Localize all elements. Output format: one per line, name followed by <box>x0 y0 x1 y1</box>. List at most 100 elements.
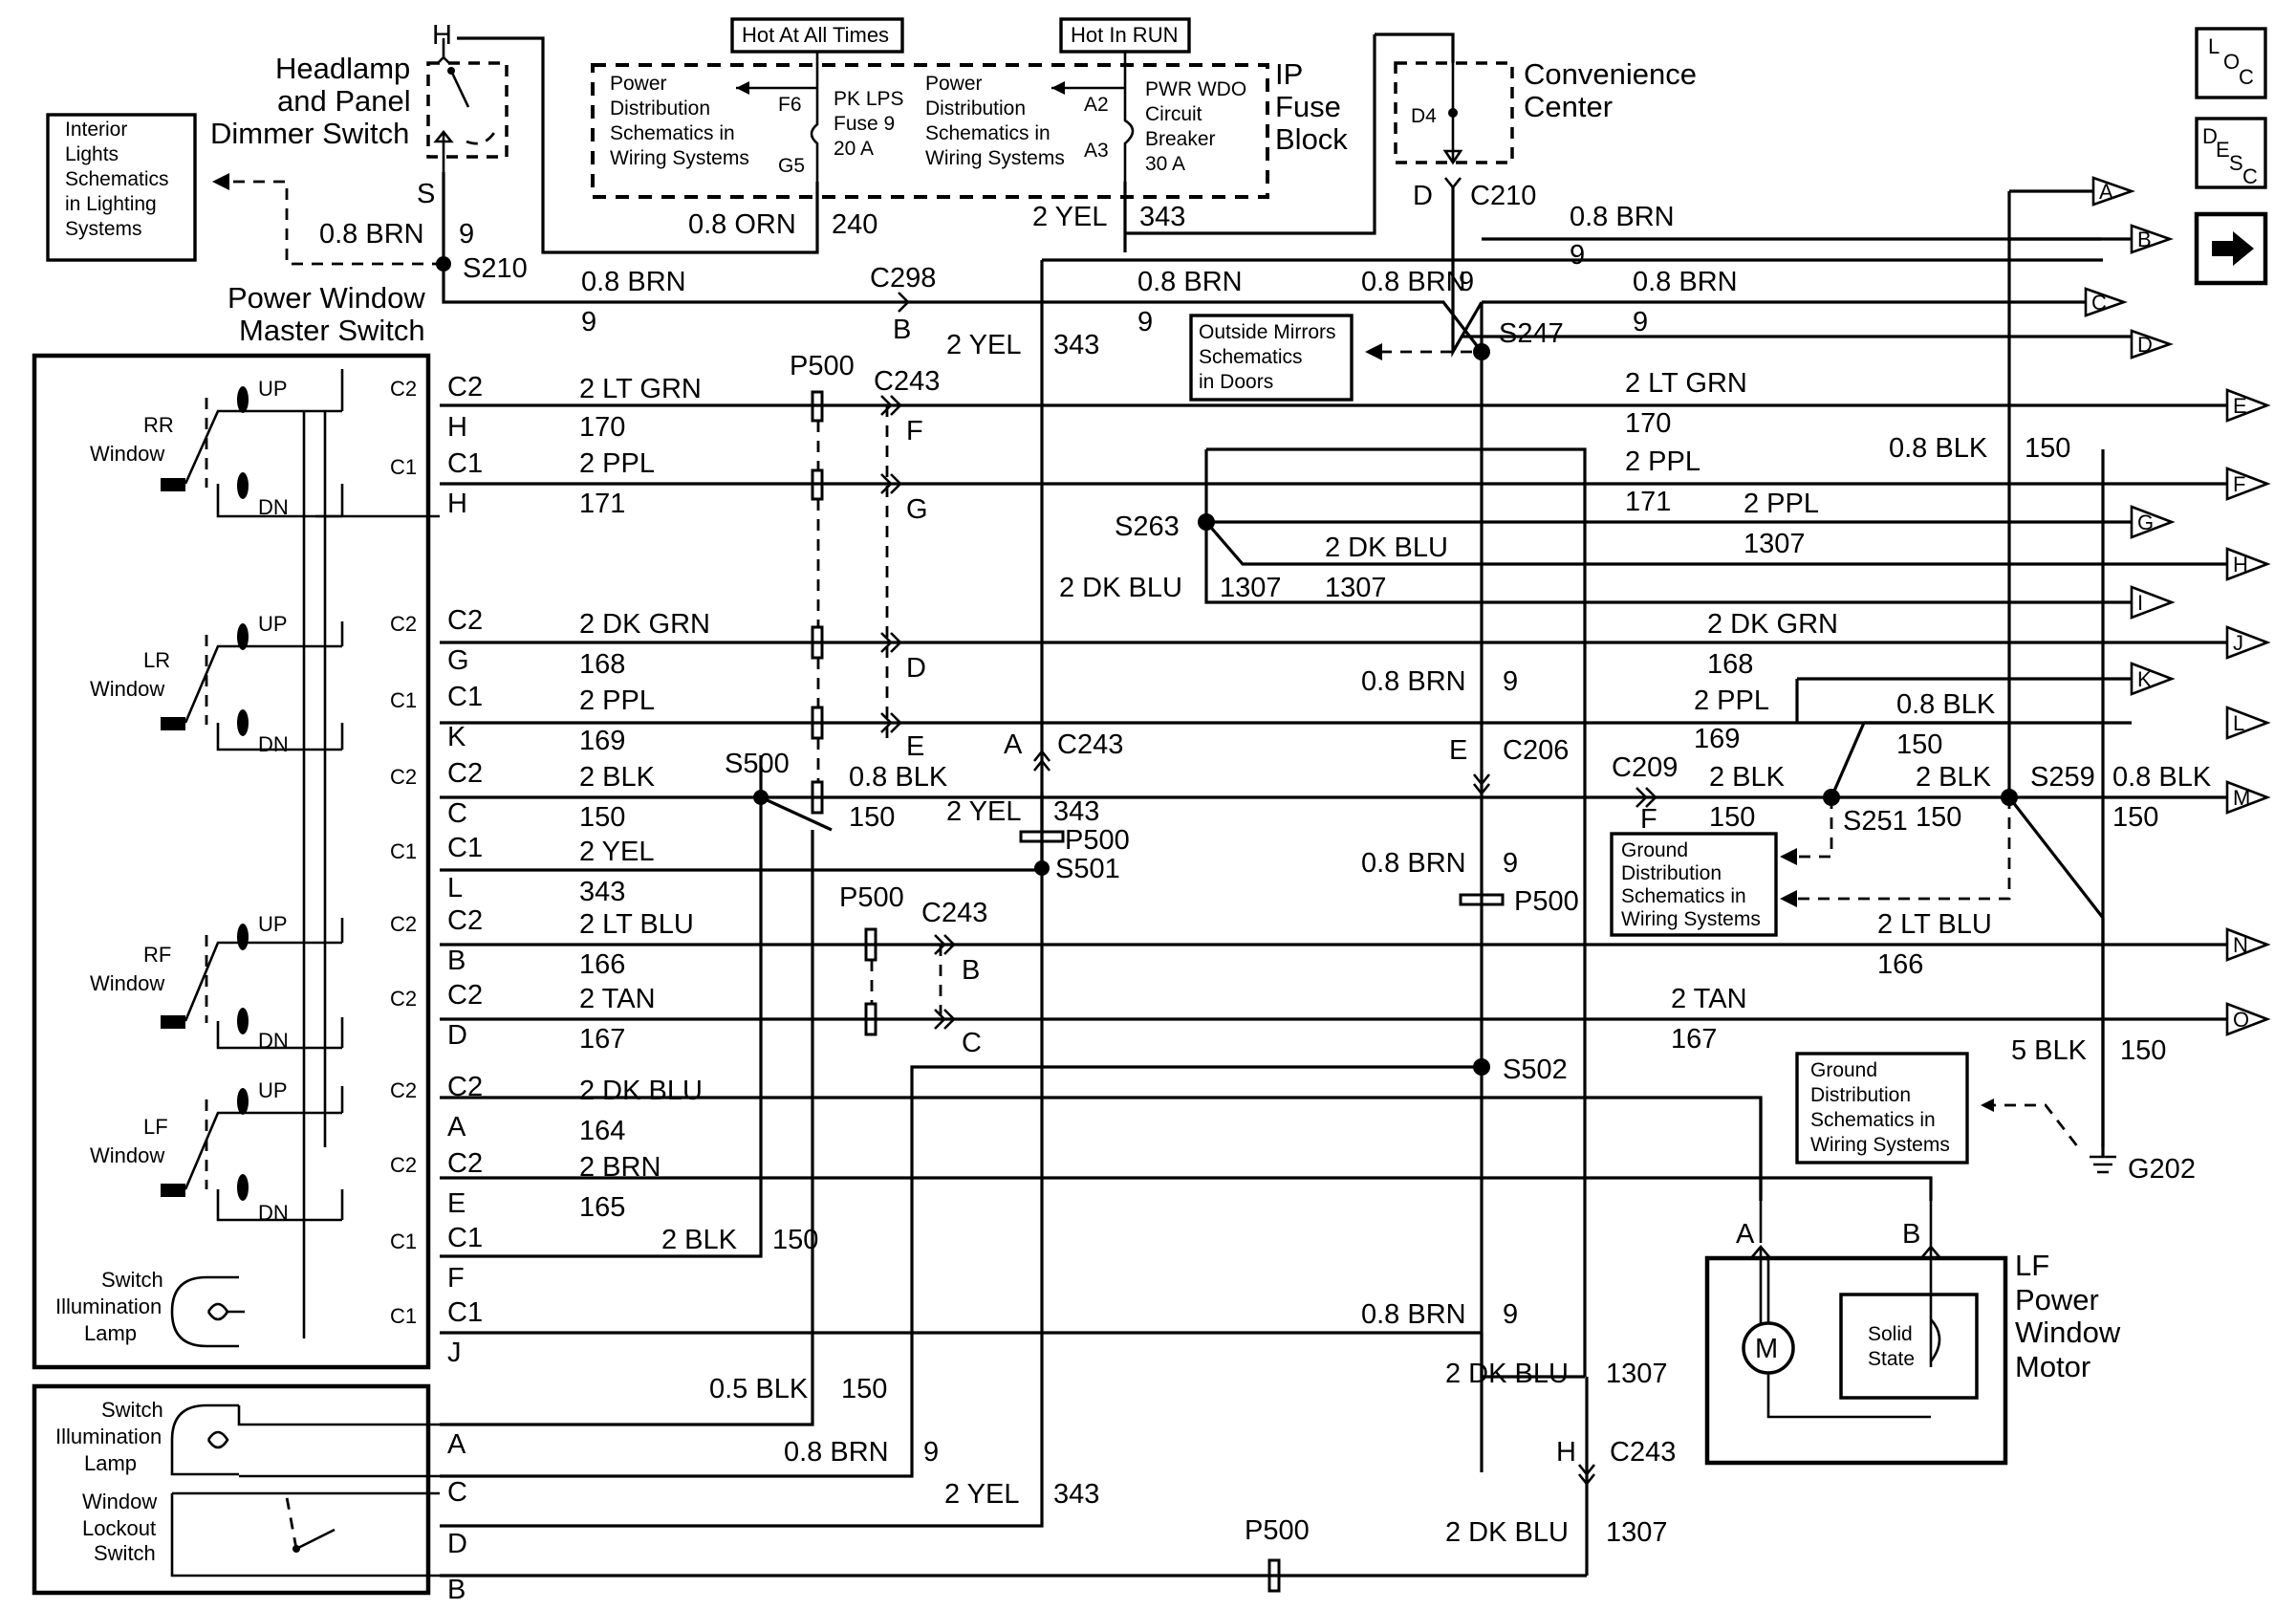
svg-text:0.8 BRN: 0.8 BRN <box>319 219 424 250</box>
svg-text:S502: S502 <box>1503 1055 1568 1085</box>
next-page-button[interactable] <box>2194 211 2268 286</box>
svg-text:P500: P500 <box>1514 886 1579 917</box>
svg-text:C243: C243 <box>1610 1437 1676 1468</box>
offpage-connector-g[interactable]: G <box>2130 505 2176 539</box>
svg-text:2 LT GRN: 2 LT GRN <box>1625 368 1747 399</box>
svg-text:C2: C2 <box>390 987 417 1011</box>
svg-text:H: H <box>2233 553 2248 577</box>
svg-text:150: 150 <box>1916 802 1961 833</box>
svg-text:0.8 BRN: 0.8 BRN <box>1361 848 1466 879</box>
offpage-connector-a[interactable]: A <box>2091 176 2135 207</box>
svg-text:150: 150 <box>2025 433 2070 464</box>
svg-text:F: F <box>2233 472 2245 496</box>
svg-text:Switch: Switch <box>94 1541 156 1565</box>
lf-window-switch: LF Window UP DN <box>90 1078 342 1225</box>
p500-plug-right <box>1459 893 1505 906</box>
svg-text:C2: C2 <box>390 612 417 636</box>
svg-text:C2: C2 <box>447 605 483 636</box>
svg-text:E: E <box>906 731 924 762</box>
offpage-connector-d[interactable]: D <box>2130 329 2174 359</box>
svg-text:H: H <box>432 20 452 51</box>
svg-text:F6: F6 <box>778 94 802 116</box>
svg-text:G202: G202 <box>2128 1154 2196 1185</box>
svg-text:2 DK GRN: 2 DK GRN <box>579 609 710 640</box>
svg-text:Lamp: Lamp <box>84 1321 137 1345</box>
svg-text:A: A <box>447 1112 466 1142</box>
svg-text:0.8 BRN: 0.8 BRN <box>1361 1299 1466 1330</box>
splice-s210-dot <box>436 256 451 272</box>
svg-text:C2: C2 <box>390 1078 417 1102</box>
svg-text:G: G <box>447 645 469 676</box>
convenience-center: D4 Convenience Center D C210 <box>1394 57 1697 211</box>
offpage-connector-n[interactable]: N <box>2225 927 2271 962</box>
svg-text:30 A: 30 A <box>1145 153 1185 175</box>
svg-text:1307: 1307 <box>1606 1359 1668 1389</box>
offpage-connector-o[interactable]: O <box>2225 1002 2271 1036</box>
svg-text:168: 168 <box>1707 649 1753 680</box>
svg-text:P500: P500 <box>839 882 904 913</box>
loc-nav-button[interactable]: L O C <box>2195 27 2267 99</box>
offpage-connector-b[interactable]: B <box>2130 224 2174 254</box>
svg-text:9: 9 <box>1137 307 1153 337</box>
svg-text:2 BLK: 2 BLK <box>1916 762 1992 793</box>
svg-text:Distribution: Distribution <box>925 98 1026 120</box>
svg-text:B: B <box>447 1575 466 1605</box>
svg-text:168: 168 <box>579 649 625 680</box>
svg-text:170: 170 <box>579 412 625 443</box>
svg-text:2 YEL: 2 YEL <box>579 837 654 867</box>
svg-text:F: F <box>906 416 923 446</box>
svg-text:Window: Window <box>90 442 164 466</box>
splice-s247-dot <box>1473 343 1490 360</box>
rf-window-switch: RF Window UP DN <box>90 912 342 1053</box>
svg-text:S247: S247 <box>1499 318 1564 349</box>
svg-text:Illumination: Illumination <box>55 1295 162 1318</box>
svg-text:Wiring Systems: Wiring Systems <box>925 147 1065 169</box>
svg-text:0.5 BLK: 0.5 BLK <box>709 1374 809 1404</box>
svg-text:A: A <box>2099 180 2113 204</box>
svg-text:E: E <box>1449 735 1467 766</box>
svg-text:Window: Window <box>90 1143 164 1167</box>
svg-text:2 BLK: 2 BLK <box>1709 762 1786 793</box>
svg-text:2 BLK: 2 BLK <box>661 1225 738 1255</box>
offpage-connector-i[interactable]: I <box>2130 585 2176 620</box>
desc-nav-button[interactable]: D E S C <box>2195 117 2267 189</box>
p500-s501-splice: P500 S501 <box>1019 825 1130 884</box>
svg-text:B: B <box>893 315 911 345</box>
offpage-connector-c[interactable]: C <box>2084 287 2128 317</box>
svg-text:C243: C243 <box>1057 729 1123 760</box>
svg-text:S: S <box>2229 151 2243 175</box>
splice-s502-dot <box>1473 1058 1490 1076</box>
svg-text:240: 240 <box>832 209 877 240</box>
svg-text:A2: A2 <box>1084 94 1109 116</box>
offpage-connector-e[interactable]: E <box>2225 388 2271 423</box>
svg-text:Fuse 9: Fuse 9 <box>834 113 895 135</box>
svg-text:S501: S501 <box>1055 854 1120 884</box>
svg-text:Power Window: Power Window <box>227 281 425 315</box>
offpage-connector-k[interactable]: K <box>2130 662 2176 696</box>
offpage-connector-f[interactable]: F <box>2225 467 2271 501</box>
svg-text:D: D <box>447 1020 467 1051</box>
svg-text:Window: Window <box>90 677 164 701</box>
svg-text:P500: P500 <box>1245 1515 1310 1546</box>
interior-lights-ref-box <box>46 113 197 262</box>
svg-text:RR: RR <box>143 413 174 437</box>
svg-text:C243: C243 <box>874 366 940 397</box>
svg-text:Wiring Systems: Wiring Systems <box>1810 1134 1950 1156</box>
offpage-connector-l[interactable]: L <box>2225 706 2271 740</box>
svg-text:Window: Window <box>90 971 164 995</box>
svg-text:C: C <box>2239 65 2254 89</box>
svg-text:Schematics: Schematics <box>65 168 169 190</box>
svg-text:2 DK BLU: 2 DK BLU <box>1445 1359 1569 1389</box>
svg-text:2 YEL: 2 YEL <box>946 330 1021 360</box>
lf-power-window-motor: A B M Solid State LF Power Window Motor <box>1704 1201 2121 1466</box>
offpage-connector-h[interactable]: H <box>2225 547 2271 581</box>
offpage-connector-m[interactable]: M <box>2225 780 2271 815</box>
arrow-right-icon <box>2212 231 2254 266</box>
svg-text:0.8 BLK: 0.8 BLK <box>1889 433 1988 464</box>
svg-text:9: 9 <box>1459 267 1474 297</box>
offpage-connector-j[interactable]: J <box>2225 625 2271 660</box>
svg-text:343: 343 <box>1053 1479 1099 1510</box>
svg-text:Ground: Ground <box>1621 839 1688 861</box>
svg-text:C1: C1 <box>390 455 417 479</box>
